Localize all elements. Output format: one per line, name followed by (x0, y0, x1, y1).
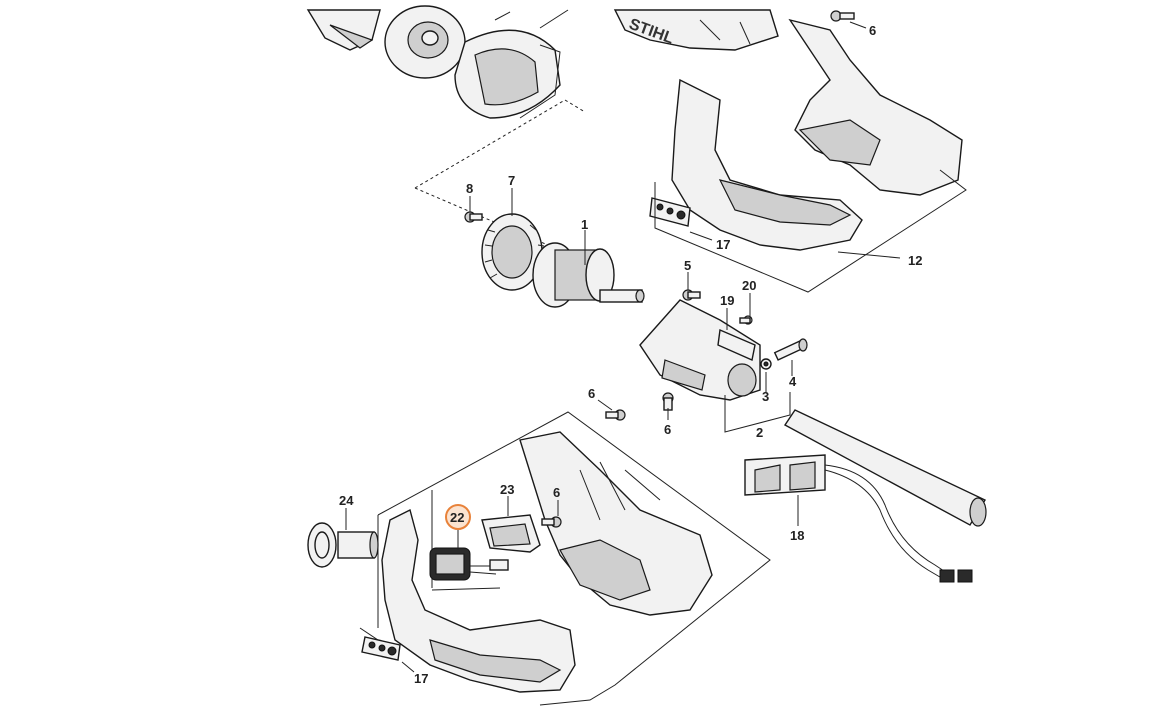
fan-wheel-part-7 (481, 213, 545, 291)
fan-housing-part (454, 11, 561, 119)
switch-harness-part-18 (744, 454, 973, 583)
warning-sticker-part-lower (361, 636, 401, 661)
callout-1[interactable]: 1 (581, 217, 588, 232)
callout-6-bottom[interactable]: 6 (553, 485, 560, 500)
spacer-plate-part-19 (717, 328, 756, 361)
screw-part-6-low (662, 392, 674, 411)
callout-19[interactable]: 19 (720, 293, 734, 308)
bolt-part-4 (773, 338, 808, 361)
callout-22[interactable]: 22 (450, 510, 464, 525)
assembly-frame-lower (359, 411, 771, 706)
lower-housing-part (519, 431, 713, 616)
assembly-frame-12 (654, 169, 967, 293)
handle-grip-part-17 (381, 508, 576, 693)
callout-22-highlighted[interactable]: 22 (445, 504, 471, 530)
callout-7[interactable]: 7 (508, 173, 515, 188)
handle-housing-upper-part (671, 18, 963, 251)
warning-sticker-part (649, 197, 691, 227)
callout-23[interactable]: 23 (500, 482, 514, 497)
sleeve-part-23 (481, 514, 541, 553)
screw-part-6-mid (605, 409, 626, 421)
generator-part-1 (532, 242, 645, 308)
callout-8[interactable]: 8 (466, 181, 473, 196)
screw-part-6-bottom (541, 516, 562, 528)
callout-17-lower[interactable]: 17 (414, 671, 428, 686)
motor-bracket-part-2 (639, 299, 761, 401)
callout-3[interactable]: 3 (762, 389, 769, 404)
callout-17-upper[interactable]: 17 (716, 237, 730, 252)
callout-4[interactable]: 4 (789, 374, 797, 389)
assembly-frame-2 (724, 360, 793, 433)
screw-part-6-top (830, 10, 855, 22)
callout-6-top[interactable]: 6 (869, 23, 876, 38)
callout-20[interactable]: 20 (742, 278, 756, 293)
callout-18[interactable]: 18 (790, 528, 804, 543)
leader-line (539, 9, 569, 29)
rewind-spring-part (384, 5, 466, 79)
callout-24[interactable]: 24 (339, 493, 354, 508)
callout-6-low[interactable]: 6 (664, 422, 671, 437)
callout-2[interactable]: 2 (756, 425, 763, 440)
callout-12[interactable]: 12 (908, 253, 922, 268)
handle-tube-part (783, 409, 987, 527)
screw-part-20 (739, 315, 753, 325)
assembly-dashed-frame (414, 99, 586, 259)
cap-part-24 (307, 522, 379, 568)
top-shroud-part: STIHL (613, 9, 779, 51)
starter-cover-part (306, 9, 381, 51)
screw-part-8 (464, 211, 483, 223)
callout-5[interactable]: 5 (684, 258, 691, 273)
socket-part-22 (429, 547, 509, 581)
screw-part-5 (682, 289, 701, 301)
washer-part-3 (760, 358, 772, 370)
callout-6-mid[interactable]: 6 (588, 386, 595, 401)
